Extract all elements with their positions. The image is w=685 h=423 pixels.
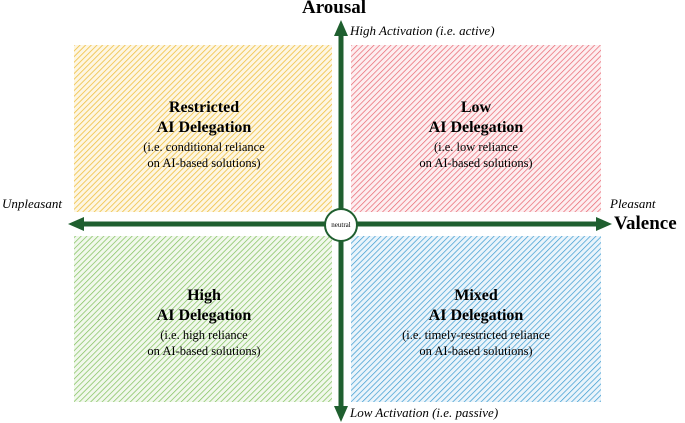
- quadrant-title-line2: AI Delegation: [428, 119, 524, 136]
- arousal-arrow-down: [334, 406, 348, 422]
- quadrant-title-line1: High: [187, 287, 221, 304]
- quadrant-sub-line2: on AI-based solutions): [419, 343, 533, 358]
- quadrant-title-line1: Mixed: [454, 287, 498, 304]
- quadrant-sub-line1: (i.e. low reliance: [434, 140, 518, 154]
- pleasant-note: Pleasant: [610, 196, 656, 211]
- quadrant-title-line1: Low: [460, 99, 492, 116]
- quadrant-title-line2: AI Delegation: [156, 119, 252, 136]
- arousal-title: Arousal: [302, 0, 367, 18]
- high-activation-note: High Activation (i.e. active): [350, 23, 495, 38]
- quadrant-top-right-text: Low AI Delegation (i.e. low reliance on …: [366, 98, 586, 171]
- valence-arrow-right: [596, 217, 612, 231]
- quadrant-sub-line2: on AI-based solutions): [419, 155, 533, 170]
- quadrant-bottom-left-text: High AI Delegation (i.e. high reliance o…: [94, 286, 314, 359]
- quadrant-top-left: [74, 45, 332, 212]
- quadrant-title-line1: Restricted: [168, 99, 240, 116]
- unpleasant-note: Unpleasant: [2, 196, 62, 211]
- valence-arrow-left: [68, 217, 84, 231]
- quadrant-sub-line2: on AI-based solutions): [147, 343, 261, 358]
- quadrant-sub-line1: (i.e. high reliance: [160, 328, 248, 342]
- neutral-label: neutral: [331, 221, 351, 229]
- quadrant-sub-line1: (i.e. conditional reliance: [143, 140, 265, 154]
- low-activation-note: Low Activation (i.e. passive): [350, 405, 499, 420]
- quadrant-bottom-left: [74, 236, 332, 402]
- arousal-arrow-up: [334, 20, 348, 36]
- quadrant-top-left-text: Restricted AI Delegation (i.e. condition…: [94, 98, 314, 171]
- quadrant-top-right: [351, 45, 601, 212]
- neutral-circle: [324, 208, 358, 242]
- quadrant-bottom-right-text: Mixed AI Delegation (i.e. timely-restric…: [356, 286, 596, 359]
- quadrant-bottom-right: [351, 236, 601, 402]
- valence-title: Valence: [614, 213, 677, 234]
- quadrant-sub-line1: (i.e. timely-restricted reliance: [402, 328, 550, 342]
- quadrant-sub-line2: on AI-based solutions): [147, 155, 261, 170]
- quadrant-title-line2: AI Delegation: [428, 307, 524, 324]
- quadrant-title-line2: AI Delegation: [156, 307, 252, 324]
